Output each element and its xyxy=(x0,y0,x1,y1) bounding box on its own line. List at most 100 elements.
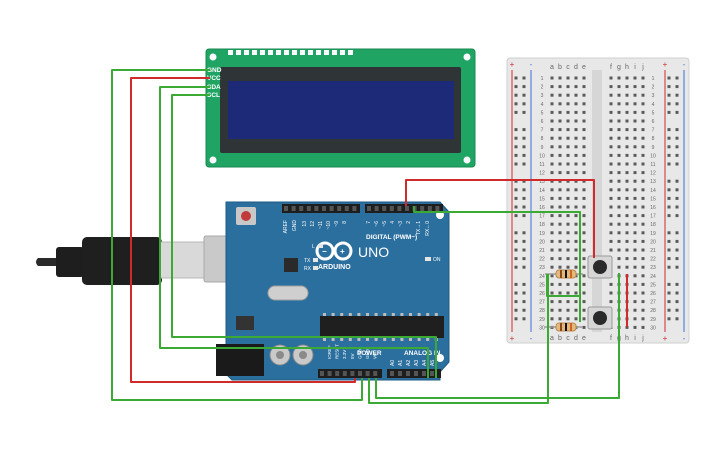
breadboard-hole[interactable] xyxy=(574,265,578,269)
breadboard-hole[interactable] xyxy=(566,196,570,200)
breadboard-hole[interactable] xyxy=(617,119,621,123)
wire-d2-button[interactable] xyxy=(413,206,581,309)
breadboard-hole[interactable] xyxy=(609,300,613,304)
breadboard-hole[interactable] xyxy=(582,222,586,226)
breadboard-hole[interactable] xyxy=(617,188,621,192)
rail-hole[interactable] xyxy=(675,93,679,97)
breadboard-hole[interactable] xyxy=(641,231,645,235)
breadboard-hole[interactable] xyxy=(609,282,613,286)
breadboard-hole[interactable] xyxy=(617,153,621,157)
breadboard-hole[interactable] xyxy=(633,274,637,278)
breadboard-hole[interactable] xyxy=(633,231,637,235)
breadboard-hole[interactable] xyxy=(617,136,621,140)
breadboard-hole[interactable] xyxy=(582,282,586,286)
breadboard-hole[interactable] xyxy=(582,308,586,312)
rail-hole[interactable] xyxy=(675,145,679,149)
breadboard-hole[interactable] xyxy=(582,153,586,157)
rail-hole[interactable] xyxy=(522,205,526,209)
breadboard-hole[interactable] xyxy=(641,153,645,157)
breadboard-hole[interactable] xyxy=(633,308,637,312)
rail-hole[interactable] xyxy=(514,145,518,149)
breadboard-hole[interactable] xyxy=(582,188,586,192)
breadboard-hole[interactable] xyxy=(566,248,570,252)
rail-hole[interactable] xyxy=(514,136,518,140)
breadboard-hole[interactable] xyxy=(633,136,637,140)
breadboard-hole[interactable] xyxy=(641,282,645,286)
breadboard-hole[interactable] xyxy=(633,128,637,132)
rail-hole[interactable] xyxy=(514,214,518,218)
breadboard-hole[interactable] xyxy=(558,119,562,123)
breadboard-hole[interactable] xyxy=(550,248,554,252)
breadboard-hole[interactable] xyxy=(582,76,586,80)
breadboard-hole[interactable] xyxy=(617,222,621,226)
reset-button-cap[interactable] xyxy=(241,211,251,221)
rail-hole[interactable] xyxy=(514,196,518,200)
breadboard-hole[interactable] xyxy=(574,231,578,235)
breadboard-hole[interactable] xyxy=(617,265,621,269)
rail-hole[interactable] xyxy=(514,110,518,114)
breadboard-hole[interactable] xyxy=(566,205,570,209)
breadboard-hole[interactable] xyxy=(609,153,613,157)
rail-hole[interactable] xyxy=(675,110,679,114)
breadboard-hole[interactable] xyxy=(550,222,554,226)
breadboard-hole[interactable] xyxy=(566,265,570,269)
breadboard-hole[interactable] xyxy=(609,102,613,106)
rail-hole[interactable] xyxy=(667,308,671,312)
rail-hole[interactable] xyxy=(675,76,679,80)
rail-hole[interactable] xyxy=(522,231,526,235)
rail-hole[interactable] xyxy=(667,153,671,157)
breadboard-hole[interactable] xyxy=(625,153,629,157)
breadboard-hole[interactable] xyxy=(558,188,562,192)
breadboard-hole[interactable] xyxy=(625,110,629,114)
rail-hole[interactable] xyxy=(667,231,671,235)
breadboard-hole[interactable] xyxy=(625,325,629,329)
rail-hole[interactable] xyxy=(522,145,526,149)
rail-hole[interactable] xyxy=(522,239,526,243)
breadboard-hole[interactable] xyxy=(582,110,586,114)
breadboard-hole[interactable] xyxy=(582,291,586,295)
breadboard-hole[interactable] xyxy=(574,102,578,106)
breadboard-hole[interactable] xyxy=(558,239,562,243)
breadboard-hole[interactable] xyxy=(558,222,562,226)
breadboard-hole[interactable] xyxy=(609,214,613,218)
breadboard-hole[interactable] xyxy=(574,248,578,252)
breadboard-hole[interactable] xyxy=(617,196,621,200)
breadboard-hole[interactable] xyxy=(617,102,621,106)
pushbutton-cap[interactable] xyxy=(593,311,607,325)
breadboard-hole[interactable] xyxy=(609,162,613,166)
breadboard-hole[interactable] xyxy=(558,308,562,312)
wire-lcd-scl[interactable] xyxy=(171,94,437,378)
breadboard-hole[interactable] xyxy=(566,128,570,132)
breadboard-hole[interactable] xyxy=(633,282,637,286)
rail-hole[interactable] xyxy=(675,300,679,304)
breadboard-hole[interactable] xyxy=(566,179,570,183)
breadboard-hole[interactable] xyxy=(609,85,613,89)
rail-hole[interactable] xyxy=(514,239,518,243)
breadboard-hole[interactable] xyxy=(641,145,645,149)
breadboard-hole[interactable] xyxy=(550,291,554,295)
rail-hole[interactable] xyxy=(667,93,671,97)
rail-hole[interactable] xyxy=(675,239,679,243)
rail-hole[interactable] xyxy=(514,300,518,304)
rail-hole[interactable] xyxy=(675,205,679,209)
breadboard-hole[interactable] xyxy=(558,162,562,166)
breadboard-hole[interactable] xyxy=(582,196,586,200)
rail-hole[interactable] xyxy=(522,153,526,157)
breadboard-hole[interactable] xyxy=(566,214,570,218)
breadboard-hole[interactable] xyxy=(574,76,578,80)
breadboard-hole[interactable] xyxy=(566,300,570,304)
breadboard-hole[interactable] xyxy=(558,265,562,269)
breadboard-hole[interactable] xyxy=(641,317,645,321)
rail-hole[interactable] xyxy=(667,85,671,89)
rail-hole[interactable] xyxy=(522,291,526,295)
breadboard-hole[interactable] xyxy=(550,231,554,235)
rail-hole[interactable] xyxy=(675,196,679,200)
resistor-2[interactable] xyxy=(545,322,583,332)
breadboard-hole[interactable] xyxy=(550,265,554,269)
rail-hole[interactable] xyxy=(514,317,518,321)
breadboard-hole[interactable] xyxy=(641,179,645,183)
breadboard-hole[interactable] xyxy=(625,179,629,183)
breadboard-hole[interactable] xyxy=(566,76,570,80)
rail-hole[interactable] xyxy=(522,93,526,97)
rail-hole[interactable] xyxy=(667,145,671,149)
